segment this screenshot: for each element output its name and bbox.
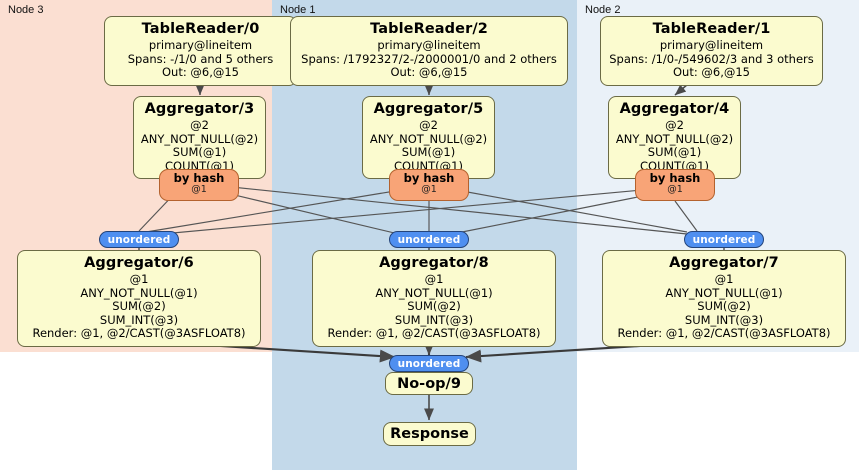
aggregator-title: Aggregator/5 <box>373 101 484 117</box>
aggregator-func: ANY_NOT_NULL(@2) <box>369 131 488 146</box>
aggregator-render: Render: @1, @2/CAST(@3ASFLOAT8) <box>617 326 831 341</box>
aggregator-box[interactable]: Aggregator/8 @1 ANY_NOT_NULL(@1) SUM(@2)… <box>312 250 556 347</box>
table-reader-out: Out: @6,@15 <box>673 65 750 80</box>
unordered-synchronizer-label: unordered <box>397 357 461 370</box>
hash-router[interactable]: by hash @1 <box>389 169 469 201</box>
aggregator-func: ANY_NOT_NULL(@1) <box>80 285 198 300</box>
unordered-synchronizer-label: unordered <box>692 233 756 246</box>
aggregator-func: SUM(@2) <box>112 299 166 314</box>
aggregator-func: SUM_INT(@3) <box>394 312 474 327</box>
hash-router-key: @1 <box>421 183 437 195</box>
aggregator-func: SUM(@2) <box>407 299 461 314</box>
aggregator-group: @1 <box>424 272 444 287</box>
unordered-synchronizer[interactable]: unordered <box>389 231 469 248</box>
unordered-synchronizer-label: unordered <box>397 233 461 246</box>
aggregator-render: Render: @1, @2/CAST(@3ASFLOAT8) <box>327 326 541 341</box>
noop-box[interactable]: No-op/9 <box>385 372 473 395</box>
response-box[interactable]: Response <box>383 422 476 446</box>
table-reader-title: TableReader/2 <box>370 21 488 37</box>
table-reader-source: primary@lineitem <box>377 38 481 53</box>
table-reader-spans: Spans: -/1/0 and 5 others <box>127 51 274 66</box>
aggregator-func: SUM(@1) <box>172 145 227 160</box>
aggregator-func: ANY_NOT_NULL(@2) <box>140 131 259 146</box>
aggregator-box[interactable]: Aggregator/6 @1 ANY_NOT_NULL(@1) SUM(@2)… <box>17 250 261 347</box>
aggregator-group: @2 <box>665 118 684 133</box>
aggregator-title: Aggregator/7 <box>669 255 779 271</box>
aggregator-group: @1 <box>714 272 734 287</box>
node-panel-label-node3: Node 3 <box>8 4 44 16</box>
response-label: Response <box>390 426 469 442</box>
table-reader-source: primary@lineitem <box>659 38 764 53</box>
node-panel-label-node1: Node 1 <box>280 4 316 16</box>
table-reader-title: TableReader/0 <box>141 21 260 37</box>
aggregator-func: SUM_INT(@3) <box>684 312 764 327</box>
aggregator-box[interactable]: Aggregator/5 @2 ANY_NOT_NULL(@2) SUM(@1)… <box>362 96 495 180</box>
unordered-synchronizer[interactable]: unordered <box>99 231 179 248</box>
aggregator-box[interactable]: Aggregator/4 @2 ANY_NOT_NULL(@2) SUM(@1)… <box>608 96 741 180</box>
unordered-synchronizer[interactable]: unordered <box>389 355 469 372</box>
noop-label: No-op/9 <box>397 375 461 392</box>
aggregator-group: @2 <box>190 118 209 133</box>
hash-router-key: @1 <box>667 183 683 195</box>
table-reader-box[interactable]: TableReader/0 primary@lineitem Spans: -/… <box>104 16 297 86</box>
node-panel-label-node2: Node 2 <box>585 4 621 16</box>
aggregator-group: @2 <box>419 118 438 133</box>
aggregator-title: Aggregator/4 <box>619 101 730 117</box>
hash-router[interactable]: by hash @1 <box>159 169 239 201</box>
aggregator-group: @1 <box>129 272 149 287</box>
unordered-synchronizer[interactable]: unordered <box>684 231 764 248</box>
table-reader-out: Out: @6,@15 <box>390 65 468 80</box>
aggregator-func: SUM(@2) <box>697 299 751 314</box>
table-reader-box[interactable]: TableReader/2 primary@lineitem Spans: /1… <box>290 16 568 86</box>
aggregator-func: ANY_NOT_NULL(@2) <box>615 131 734 146</box>
table-reader-spans: Spans: /1792327/2-/2000001/0 and 2 other… <box>301 51 557 66</box>
unordered-synchronizer-label: unordered <box>107 233 171 246</box>
aggregator-func: SUM_INT(@3) <box>99 312 179 327</box>
table-reader-box[interactable]: TableReader/1 primary@lineitem Spans: /1… <box>600 16 823 86</box>
aggregator-title: Aggregator/8 <box>379 255 489 271</box>
aggregator-func: ANY_NOT_NULL(@1) <box>375 285 493 300</box>
hash-router-label: by hash <box>649 171 701 185</box>
aggregator-func: SUM(@1) <box>647 145 702 160</box>
aggregator-box[interactable]: Aggregator/7 @1 ANY_NOT_NULL(@1) SUM(@2)… <box>602 250 846 347</box>
hash-router-label: by hash <box>403 171 455 185</box>
hash-router[interactable]: by hash @1 <box>635 169 715 201</box>
table-reader-out: Out: @6,@15 <box>162 65 239 80</box>
table-reader-spans: Spans: /1/0-/549602/3 and 3 others <box>609 51 814 66</box>
table-reader-source: primary@lineitem <box>148 38 253 53</box>
table-reader-title: TableReader/1 <box>652 21 771 37</box>
hash-router-key: @1 <box>191 183 207 195</box>
aggregator-title: Aggregator/3 <box>144 101 255 117</box>
aggregator-func: ANY_NOT_NULL(@1) <box>665 285 783 300</box>
aggregator-render: Render: @1, @2/CAST(@3ASFLOAT8) <box>32 326 246 341</box>
aggregator-func: SUM(@1) <box>401 145 456 160</box>
aggregator-box[interactable]: Aggregator/3 @2 ANY_NOT_NULL(@2) SUM(@1)… <box>133 96 266 180</box>
hash-router-label: by hash <box>173 171 225 185</box>
aggregator-title: Aggregator/6 <box>84 255 194 271</box>
